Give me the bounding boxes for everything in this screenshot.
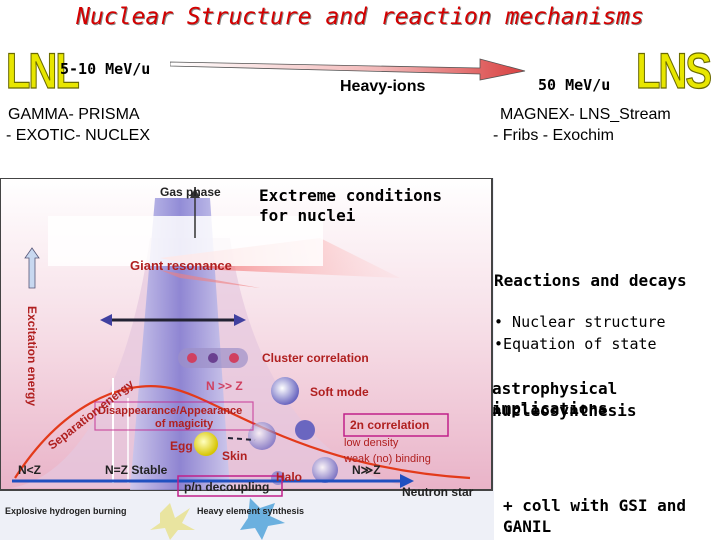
- skin-label: Skin: [222, 449, 247, 463]
- excitation-energy-label: Excitation energy: [25, 306, 39, 406]
- right-list-line2: - Fribs - Exochim: [493, 127, 614, 144]
- left-energy: 5-10 MeV/u: [60, 60, 151, 78]
- nuclear-chart-figure: Gas phase Giant resonance Excitation ene…: [0, 178, 494, 540]
- egg-label: Egg: [170, 439, 193, 453]
- two-n-correlation-label: 2n correlation: [350, 418, 429, 432]
- lnl-logo: LNL: [6, 44, 81, 100]
- of-magicity-label: of magicity: [155, 418, 214, 430]
- heavy-ions-label: Heavy-ions: [340, 78, 426, 95]
- cluster-correlation-label: Cluster correlation: [262, 351, 369, 365]
- explosive-hydrogen-label: Explosive hydrogen burning: [5, 506, 127, 516]
- collaboration-line1: + coll with GSI and: [503, 496, 687, 515]
- left-list-line2: - EXOTIC- NUCLEX: [6, 127, 151, 144]
- left-list-line1: GAMMA- PRISMA: [8, 106, 140, 123]
- page-title: Nuclear Structure and reaction mechanism…: [76, 4, 644, 30]
- astro-line1: astrophysical implications: [492, 379, 618, 418]
- extreme-line1: Exctreme conditions: [259, 186, 443, 205]
- extreme-line2: for nuclei: [259, 206, 356, 225]
- right-list-line1: MAGNEX- LNS_Stream: [500, 106, 671, 123]
- low-density-label: low density: [344, 437, 399, 449]
- weak-binding-label: weak (no) binding: [343, 453, 431, 465]
- right-energy: 50 MeV/u: [538, 76, 611, 94]
- halo-label: Halo: [276, 470, 302, 484]
- astro-line2: nucleosynthesis: [492, 401, 637, 420]
- reactions-label: Reactions and decays: [494, 271, 687, 290]
- n-eq-z-label: N=Z Stable: [105, 463, 168, 477]
- neutron-star-label: Neutron star: [402, 485, 474, 499]
- bullet-equation-of-state: •Equation of state: [494, 335, 657, 353]
- n-lt-z-label: N<Z: [18, 463, 41, 477]
- soft-mode-label: Soft mode: [310, 385, 369, 399]
- heavy-ion-arrow: [170, 58, 526, 81]
- gas-phase-label: Gas phase: [160, 185, 221, 199]
- collaboration-line2: GANIL: [503, 517, 552, 536]
- lns-logo: LNS: [636, 44, 713, 100]
- n-gg-z-axis-label: N≫Z: [352, 463, 381, 477]
- heavy-element-label: Heavy element synthesis: [197, 506, 304, 516]
- bullet-nuclear-structure: • Nuclear structure: [494, 313, 666, 331]
- n-gg-z-label: N >> Z: [206, 379, 243, 393]
- disappearance-label: Disappearance/Appearance: [98, 405, 242, 417]
- giant-resonance-label: Giant resonance: [130, 258, 232, 273]
- pn-decoupling-label: p/n decoupling: [184, 480, 269, 494]
